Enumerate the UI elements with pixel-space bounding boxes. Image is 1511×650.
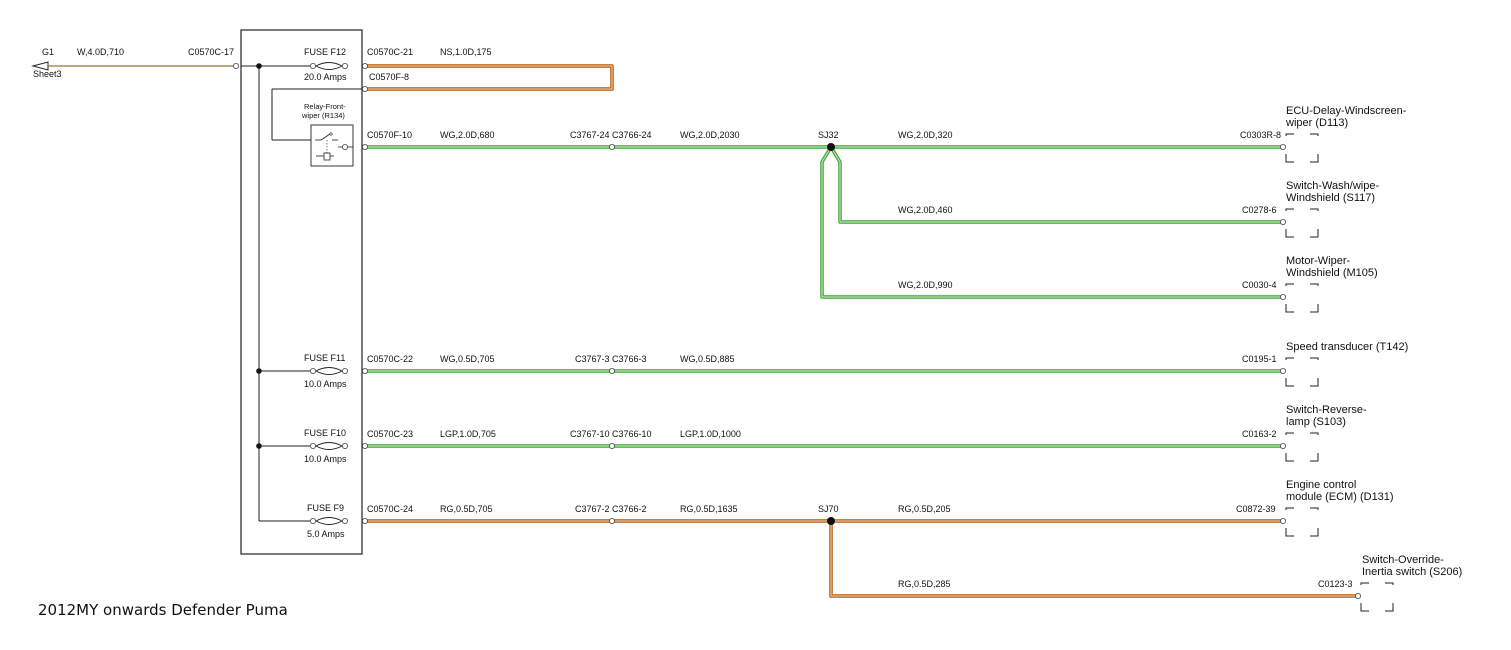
- reverse-comp-connector: C0163-2: [1242, 429, 1277, 439]
- speed-label-1: Speed transducer (T142): [1286, 341, 1408, 353]
- wash-label-1: Switch-Wash/wipe-: [1286, 180, 1379, 192]
- wiper-inline: C3767-24 C3766-24: [570, 130, 652, 140]
- f12-out-connector: C0570C-21: [367, 47, 413, 57]
- fuse-f9-name: FUSE F9: [307, 503, 344, 513]
- ground-label: G1: [42, 47, 54, 57]
- speed-inline: C3767-3 C3766-3: [575, 354, 647, 364]
- fuse-f9-rating: 5.0 Amps: [307, 529, 345, 539]
- ground-sheet: Sheet3: [33, 69, 62, 79]
- relay-out-connector: C0570F-10: [367, 130, 412, 140]
- ecm-inline: C3767-2 C3766-2: [575, 504, 647, 514]
- inertia-connector: C0123-3: [1318, 579, 1353, 589]
- wiper-splice-label: SJ32: [818, 130, 839, 140]
- speed-connector: C0570C-22: [367, 354, 413, 364]
- component-speed: C0195-1 Speed transducer (T142): [1242, 341, 1408, 387]
- diagram-caption: 2012MY onwards Defender Puma: [38, 601, 288, 619]
- motor-connector: C0030-4: [1242, 280, 1277, 290]
- ecu-label-1: ECU-Delay-Windscreen-: [1286, 105, 1407, 117]
- ecm-label-2: module (ECM) (D131): [1286, 491, 1394, 503]
- inertia-bracket-icon: [1360, 582, 1394, 612]
- ecu-bracket-icon: [1285, 133, 1319, 163]
- speed-bracket-icon: [1285, 357, 1319, 387]
- fuse-f10-rating: 10.0 Amps: [304, 454, 347, 464]
- ecm-branch-ecm: RG,0.5D,205: [898, 504, 951, 514]
- wash-label-2: Windshield (S117): [1286, 192, 1375, 204]
- wash-connector: C0278-6: [1242, 205, 1277, 215]
- component-ecu: C0303R-8 ECU-Delay-Windscreen- wiper (D1…: [1240, 105, 1407, 163]
- fuse-f12-rating: 20.0 Amps: [304, 72, 347, 82]
- ecm-comp-connector: C0872-39: [1236, 504, 1276, 514]
- motor-label-2: Windshield (M105): [1286, 267, 1378, 279]
- ecm-branch-inertia: RG,0.5D,285: [898, 579, 951, 589]
- ecm-connector: C0570C-24: [367, 504, 413, 514]
- speed-comp-connector: C0195-1: [1242, 354, 1277, 364]
- wiper-branch-motor: WG,2.0D,990: [898, 280, 953, 290]
- fuse-f11-rating: 10.0 Amps: [304, 379, 347, 389]
- component-motor: C0030-4 Motor-Wiper- Windshield (M105): [1242, 255, 1378, 313]
- ecu-label-2: wiper (D113): [1285, 117, 1348, 129]
- relay-front-wiper: Relay-Front- wiper (R134): [301, 102, 354, 167]
- fuse-f12: FUSE F12 20.0 Amps: [304, 47, 348, 82]
- component-inertia: C0123-3 Switch-Override- Inertia switch …: [1318, 554, 1462, 612]
- fuse-f11-name: FUSE F11: [304, 353, 345, 363]
- wires: [365, 64, 1358, 598]
- f12-return-connector: C0570F-8: [369, 72, 409, 82]
- wiper-branch-wash: WG,2.0D,460: [898, 205, 953, 215]
- component-ecm: C0872-39 Engine control module (ECM) (D1…: [1236, 479, 1394, 537]
- wash-bracket-icon: [1285, 208, 1319, 238]
- component-reverse: C0163-2 Switch-Reverse- lamp (S103): [1242, 404, 1367, 462]
- splice-sj32: [827, 143, 835, 151]
- ground-connector: C0570C-17: [188, 47, 234, 57]
- reverse-inline: C3767-10 C3766-10: [570, 429, 652, 439]
- fuse-f10-name: FUSE F10: [304, 428, 346, 438]
- ecu-connector: C0303R-8: [1240, 130, 1281, 140]
- reverse-bracket-icon: [1285, 432, 1319, 462]
- f12-wire: NS,1.0D,175: [440, 47, 492, 57]
- wiper-wire2: WG,2.0D,2030: [680, 130, 740, 140]
- splice-sj70: [827, 517, 835, 525]
- speed-wire2: WG,0.5D,885: [680, 354, 735, 364]
- ecm-splice-label: SJ70: [818, 504, 839, 514]
- relay-label-2: wiper (R134): [301, 111, 345, 120]
- reverse-wire2: LGP,1.0D,1000: [680, 429, 741, 439]
- ecm-label-1: Engine control: [1286, 479, 1356, 491]
- motor-label-1: Motor-Wiper-: [1286, 255, 1351, 267]
- fuse-box: [240, 29, 363, 555]
- labels: C0570C-21 NS,1.0D,175 C0570F-8 C0570F-10…: [367, 47, 953, 589]
- fuse-f12-name: FUSE F12: [304, 47, 346, 57]
- ground-wire: W,4.0D,710: [77, 47, 124, 57]
- component-wash: C0278-6 Switch-Wash/wipe- Windshield (S1…: [1242, 180, 1379, 238]
- ecm-bracket-icon: [1285, 507, 1319, 537]
- wiper-wire1: WG,2.0D,680: [440, 130, 495, 140]
- ground-input: G1 Sheet3 W,4.0D,710 C0570C-17: [31, 47, 239, 79]
- fuse-f9: FUSE F9 5.0 Amps: [307, 503, 348, 539]
- inertia-label-1: Switch-Override-: [1362, 554, 1444, 566]
- fuse-f11: FUSE F11 10.0 Amps: [304, 353, 348, 389]
- speed-wire1: WG,0.5D,705: [440, 354, 495, 364]
- motor-bracket-icon: [1285, 283, 1319, 313]
- inertia-label-2: Inertia switch (S206): [1362, 566, 1462, 578]
- reverse-connector: C0570C-23: [367, 429, 413, 439]
- fuse-f10: FUSE F10 10.0 Amps: [304, 428, 348, 464]
- ecm-wire1: RG,0.5D,705: [440, 504, 493, 514]
- wiper-branch-ecu: WG,2.0D,320: [898, 130, 953, 140]
- reverse-label-2: lamp (S103): [1286, 416, 1346, 428]
- reverse-label-1: Switch-Reverse-: [1286, 404, 1367, 416]
- connector-pins: [361, 63, 1362, 600]
- ecm-wire2: RG,0.5D,1635: [680, 504, 738, 514]
- relay-label-1: Relay-Front-: [304, 102, 346, 111]
- reverse-wire1: LGP,1.0D,705: [440, 429, 496, 439]
